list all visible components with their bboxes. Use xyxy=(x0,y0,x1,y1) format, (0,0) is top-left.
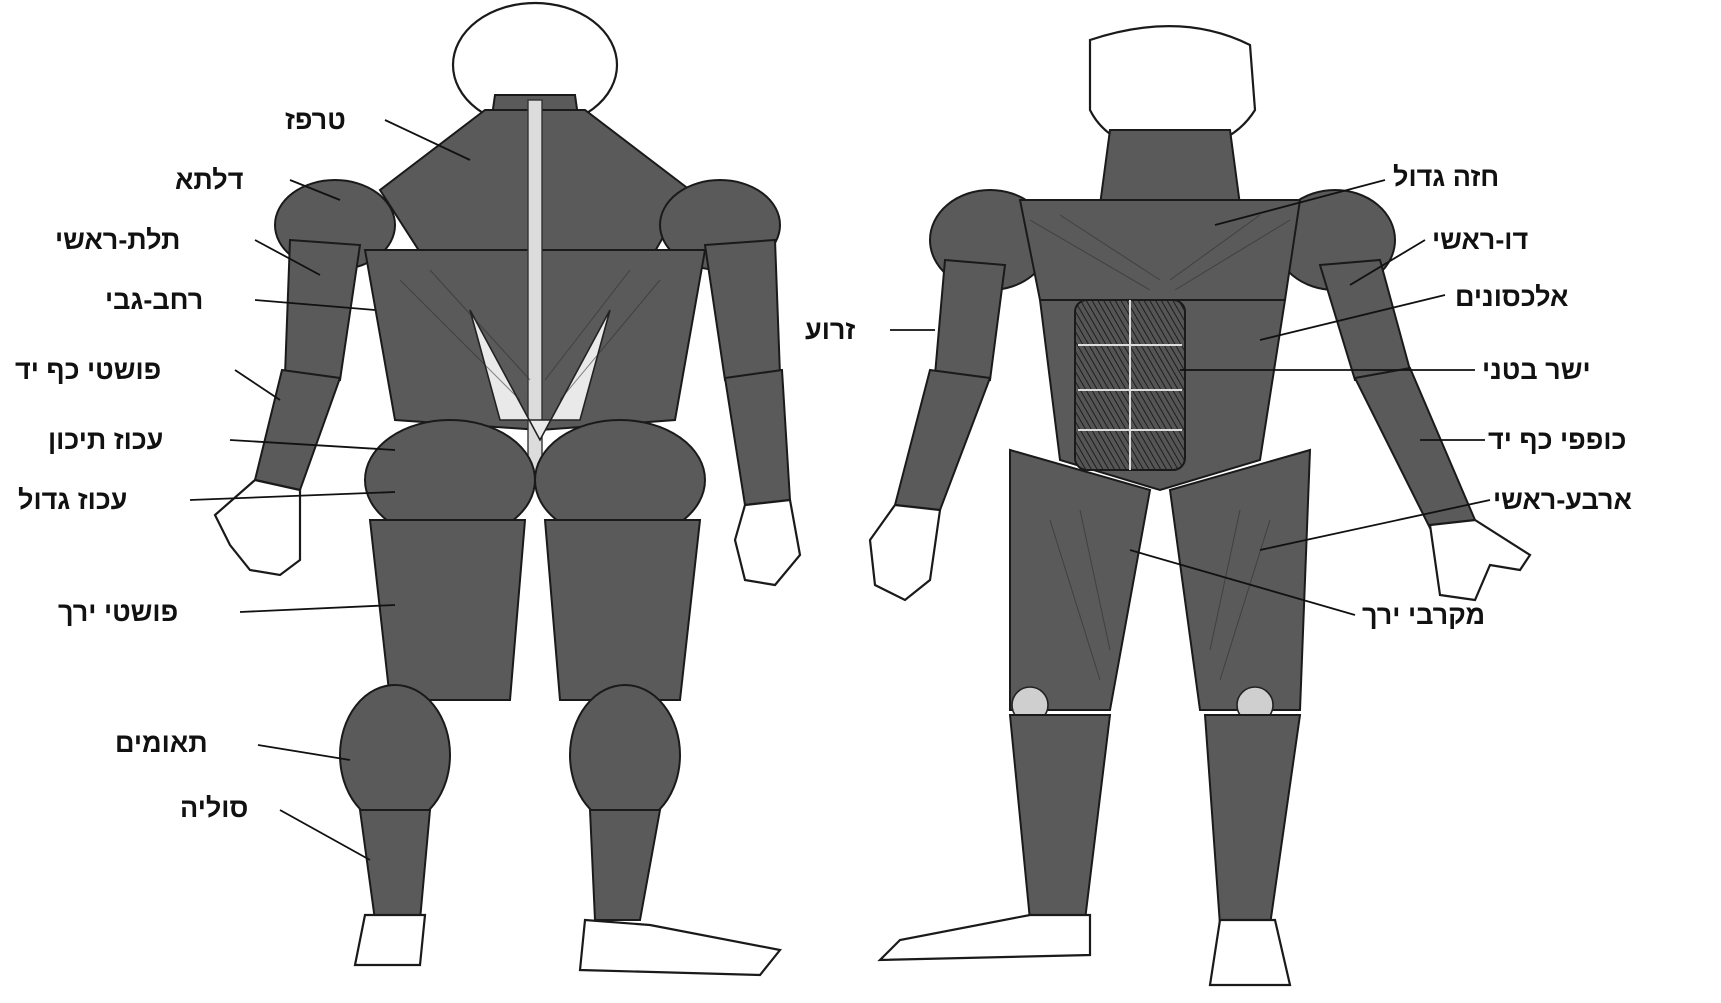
label-obliques: אלכסונים xyxy=(1455,282,1568,312)
label-hamstrings: פושטי ירך xyxy=(58,597,178,627)
label-latissimus: רחב-גבי xyxy=(105,285,203,315)
label-wrist-extensors: פושטי כף יד xyxy=(15,355,161,385)
label-soleus: סוליה xyxy=(180,793,248,823)
label-trapezius: טרפז xyxy=(285,105,346,135)
label-wrist-flexors: כופפי כף יד xyxy=(1488,425,1626,455)
label-deltoid: דלתא xyxy=(175,165,243,195)
label-rectus-abdominis: ישר בטני xyxy=(1482,355,1591,385)
label-triceps: תלת-ראשי xyxy=(55,225,180,255)
label-brachioradialis: זרוע xyxy=(805,315,855,345)
label-quadriceps: ארבע-ראשי xyxy=(1493,485,1632,515)
label-gluteus-medius: עכוז תיכון xyxy=(48,425,163,455)
label-pectoralis: חזה גדול xyxy=(1393,162,1499,192)
label-biceps: דו-ראשי xyxy=(1432,225,1528,255)
label-gastrocnemius: תאומים xyxy=(115,728,208,758)
back-view-figure xyxy=(215,3,800,975)
label-adductors: מקרבי ירך xyxy=(1362,600,1485,630)
label-gluteus-maximus: עכוז גדול xyxy=(18,485,127,515)
